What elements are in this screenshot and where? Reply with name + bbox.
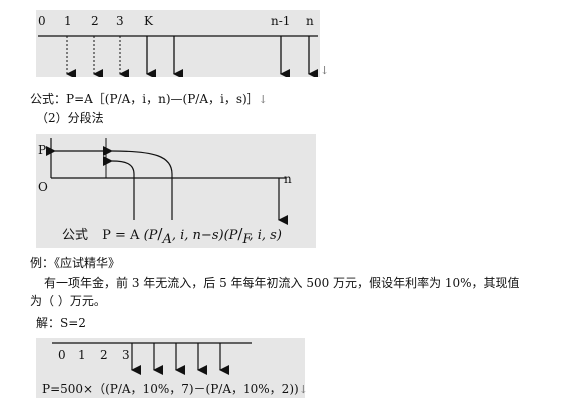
paragraph-mark: ↓ [320, 64, 330, 77]
tick-label-3: 3 [116, 14, 124, 28]
timeline-diagram-1: 0 1 2 3 K n-1 n [36, 10, 320, 77]
tick-label-n: n [306, 14, 314, 28]
tick-label-3: 3 [122, 348, 130, 362]
o-label: O [38, 180, 48, 194]
fraction-numerator-2: (P [223, 228, 238, 243]
formula-text: P=A［(P/A，i，n)—(P/A，i，s)］ [66, 92, 259, 106]
fraction-numerator-1: (P [143, 228, 158, 243]
timeline-2-drawing [46, 138, 288, 225]
curve-arrow-inner [102, 155, 135, 220]
timeline-1-drawing [38, 35, 318, 77]
tick-label-n-1: n-1 [271, 14, 291, 28]
tick-label-0: 0 [58, 348, 66, 362]
formula-line-1: 公式：P=A［(P/A，i，n)—(P/A，i，s)］↓ [30, 90, 268, 107]
p-label: P [38, 143, 47, 157]
solution-line: 解：S=2 [36, 316, 86, 330]
fraction-denominator-2: F [242, 232, 250, 247]
fraction-denominator-1: A [162, 232, 172, 247]
n-label: n [284, 172, 292, 186]
section-heading: （2）分段法 [36, 111, 104, 125]
formula-text: P=500×（(P/A，10%，7)－(P/A，10%，2)) [42, 382, 299, 396]
paragraph-mark: ↓ [258, 93, 268, 106]
tick-label-k: K [144, 14, 153, 28]
paragraph-mark: ↓ [298, 383, 308, 396]
tick-label-0: 0 [38, 14, 46, 28]
tick-label-2: 2 [91, 14, 99, 28]
formula-line-2: 公式 P = A (P/A, i, n−s)(P/F, i, s) [62, 225, 282, 247]
formula-line-3: P=500×（(P/A，10%，7)－(P/A，10%，2))↓ [42, 380, 308, 397]
tick-label-1: 1 [64, 14, 72, 28]
curve-arrow-outer [102, 145, 173, 220]
formula-lhs: P = A [102, 228, 140, 243]
timeline-diagram-2: P O n 公式 P = A (P/A, i, n−s)(P/F, i, s) [36, 134, 316, 248]
formula-label: 公式 [62, 228, 89, 243]
timeline-diagram-3: 0 1 2 3 P=500×（(P/A，10%，7)－(P/A，10%，2))↓ [36, 338, 308, 398]
example-body-line-1: 有一项年金，前 3 年无流入，后 5 年每年初流入 500 万元，假设年利率为 … [44, 276, 520, 290]
tick-label-2: 2 [100, 348, 108, 362]
formula-label: 公式： [30, 92, 67, 106]
timeline-3-drawing [52, 342, 252, 375]
tick-label-1: 1 [78, 348, 86, 362]
formula-args-2: , i, s) [249, 228, 282, 243]
example-title: 例：《应试精华》 [30, 256, 121, 270]
example-body-line-2: 为（ ）万元。 [30, 294, 106, 308]
formula-args-1: , i, n−s) [171, 228, 224, 243]
